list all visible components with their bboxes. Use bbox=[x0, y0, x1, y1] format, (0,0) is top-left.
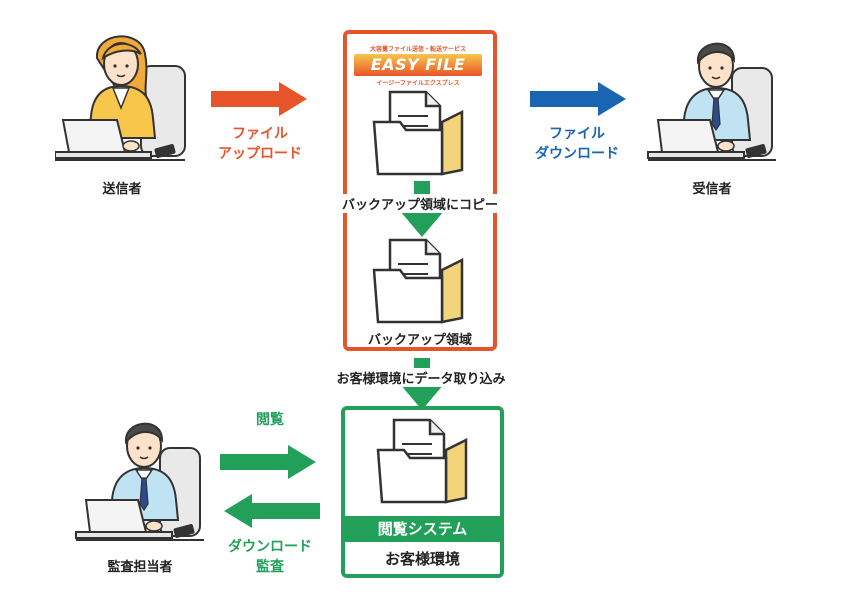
audit-label-line1: ダウンロード bbox=[228, 539, 312, 555]
upload-label-line2: アップロード bbox=[218, 146, 302, 162]
import-label: お客様環境にデータ取り込み bbox=[318, 368, 524, 387]
backup-area-label: バックアップ領域 bbox=[367, 333, 472, 348]
download-label: ファイル ダウンロード bbox=[522, 124, 632, 164]
download-label-line2: ダウンロード bbox=[535, 146, 619, 162]
auditor-label: 監査担当者 bbox=[107, 560, 173, 575]
receiver-illustration bbox=[647, 42, 776, 161]
sender-label: 送信者 bbox=[102, 182, 142, 197]
customer-environment-label: お客様環境 bbox=[384, 550, 460, 568]
sender-illustration bbox=[55, 35, 186, 161]
download-label-line1: ファイル bbox=[549, 126, 605, 142]
viewing-folder-icon bbox=[376, 418, 468, 504]
viewing-system-label: 閲覧システム bbox=[345, 516, 500, 542]
receiver-label: 受信者 bbox=[692, 182, 732, 197]
folder-with-document-icon bbox=[372, 90, 464, 176]
browse-arrow bbox=[220, 445, 316, 479]
copy-to-backup-label: バックアップ領域にコピー bbox=[340, 194, 500, 213]
download-arrow bbox=[530, 82, 626, 116]
upload-label: ファイル アップロード bbox=[205, 124, 315, 164]
auditor-illustration bbox=[75, 422, 204, 541]
audit-arrow bbox=[224, 494, 320, 528]
upload-arrow bbox=[211, 82, 307, 116]
audit-label-line2: 監査 bbox=[256, 559, 284, 575]
backup-folder-icon bbox=[372, 238, 464, 324]
efe-logo: 大容量ファイル送信・転送サービス EASY FILE EXPRESS イージーフ… bbox=[348, 44, 488, 96]
upload-label-line1: ファイル bbox=[232, 126, 288, 142]
browse-label: 閲覧 bbox=[256, 412, 284, 428]
audit-label: ダウンロード 監査 bbox=[215, 537, 325, 577]
logo-reading: イージーファイルエクスプレス bbox=[376, 80, 460, 87]
logo-name: EASY FILE EXPRESS bbox=[354, 54, 482, 96]
logo-tagline: 大容量ファイル送信・転送サービス bbox=[369, 46, 466, 53]
